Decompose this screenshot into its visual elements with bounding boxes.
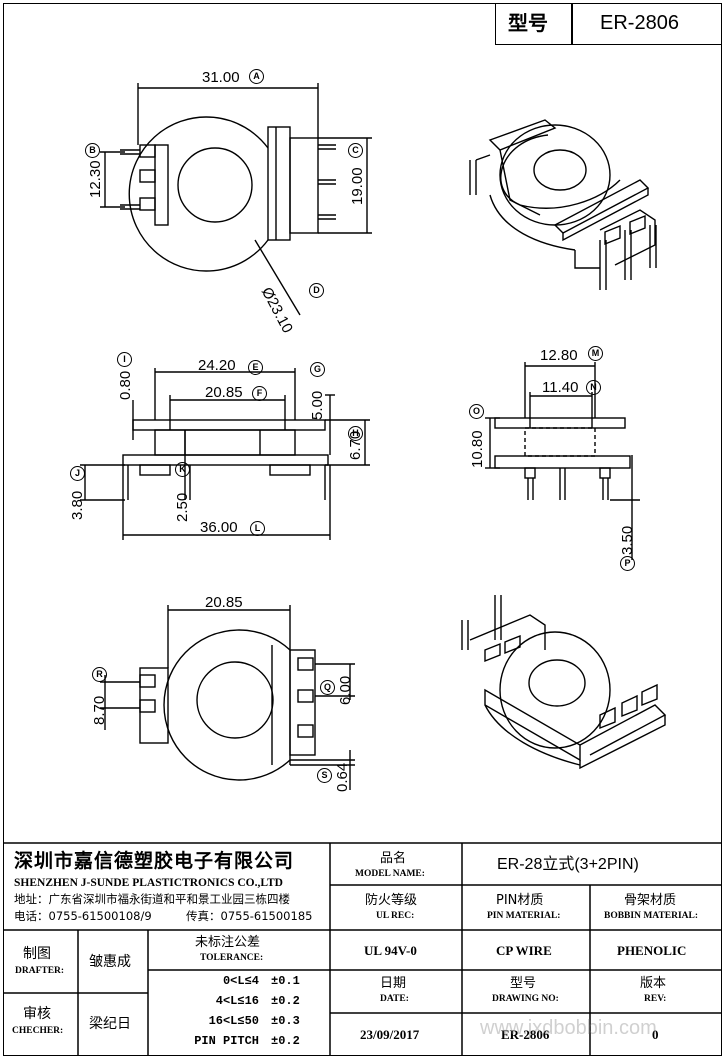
top-iso-view: [469, 119, 657, 290]
tolerance-value: ±0.3: [271, 1014, 300, 1028]
bottom-iso-view: [461, 595, 667, 770]
dim-12-80: 12.80: [540, 347, 578, 364]
dim-10-80: 10.80: [469, 430, 486, 468]
dim-19: 19.00: [349, 167, 366, 205]
header-type-label: 型号: [508, 11, 548, 35]
dim-6-00: 6.00: [337, 675, 354, 705]
marker-g: G: [310, 362, 325, 377]
marker-i: I: [117, 352, 132, 367]
drafter-name: 皱惠成: [89, 954, 131, 970]
dim-12-30: 12.30: [87, 160, 104, 198]
tolerance-value: ±0.1: [271, 974, 300, 988]
ul-value: UL 94V-0: [364, 943, 417, 958]
marker-d: D: [309, 283, 324, 298]
company-name-en: SHENZHEN J-SUNDE PLASTICTRONICS CO.,LTD: [14, 877, 283, 889]
tolerance-row: 0<L≤4 ±0.1: [155, 974, 325, 994]
marker-j: J: [70, 466, 85, 481]
drawing-no-value: ER-2806: [501, 1027, 550, 1042]
company-name-cn: 深圳市嘉信德塑胶电子有限公司: [14, 850, 295, 872]
marker-r: R: [92, 667, 107, 682]
dim-8-70: 8.70: [91, 695, 108, 725]
header-divider: [571, 3, 573, 45]
header-type-box: [495, 3, 722, 45]
tolerance-range: PIN PITCH: [194, 1034, 259, 1048]
date-label-en: DATE:: [380, 994, 409, 1004]
tolerance-label-en: TOLERANCE:: [200, 953, 264, 963]
marker-c: C: [348, 143, 363, 158]
tolerance-label-cn: 未标注公差: [195, 935, 261, 950]
tolerance-table: 0<L≤4 ±0.1 4<L≤16 ±0.2 16<L≤50 ±0.3 PIN …: [155, 974, 325, 1054]
bobbin-label-en: BOBBIN MATERIAL:: [604, 911, 699, 921]
marker-p: P: [620, 556, 635, 571]
checker-name: 梁纪日: [89, 1016, 131, 1032]
model-label-en: MODEL NAME:: [355, 869, 425, 879]
dim-36: 36.00: [200, 519, 238, 536]
bobbin-label-cn: 骨架材质: [624, 893, 677, 908]
model-label-cn: 品名: [380, 851, 407, 866]
tolerance-value: ±0.2: [271, 994, 300, 1008]
marker-k: K: [175, 462, 190, 477]
dim-11-40: 11.40: [542, 379, 579, 396]
dim-31: 31.00: [202, 69, 240, 86]
model-value: ER-28立式(3+2PIN): [497, 856, 639, 873]
date-value: 23/09/2017: [360, 1027, 420, 1042]
tolerance-range: 16<L≤50: [208, 1014, 259, 1028]
marker-o: O: [469, 404, 484, 419]
watermark: www.jxdbobbin.com: [480, 1017, 657, 1039]
drafter-label-en: DRAFTER:: [15, 966, 65, 976]
tolerance-range: 0<L≤4: [222, 974, 259, 988]
marker-n: N: [586, 380, 601, 395]
checker-label-en: CHECHER:: [12, 1026, 64, 1036]
tolerance-value: ±0.2: [271, 1034, 300, 1048]
ul-label-en: UL REC:: [376, 911, 415, 921]
tolerance-row: PIN PITCH ±0.2: [155, 1034, 325, 1054]
marker-h: H: [348, 426, 363, 441]
front-view: [80, 368, 370, 540]
marker-b: B: [85, 143, 100, 158]
tolerance-range: 4<L≤16: [215, 994, 259, 1008]
bottom-view: [100, 605, 355, 790]
company-tel: 电话：0755-61500108/9: [14, 909, 152, 923]
drafter-label-cn: 制图: [23, 946, 51, 962]
dim-5: 5.00: [309, 390, 326, 420]
side-view: [485, 362, 640, 560]
company-fax: 传真：0755-61500185: [186, 909, 313, 923]
dim-3-50: 3.50: [619, 525, 636, 555]
dim-20-85: 20.85: [205, 384, 243, 401]
marker-f: F: [252, 386, 267, 401]
company-address: 地址：广东省深圳市福永街道和平和景工业园三栋四楼: [14, 892, 290, 906]
dim-20-85-bottom: 20.85: [205, 594, 243, 611]
top-view: [100, 83, 372, 316]
title-block-lines: [3, 842, 722, 1056]
marker-a: A: [249, 69, 264, 84]
dim-3-80: 3.80: [69, 490, 86, 520]
marker-m: M: [588, 346, 603, 361]
dim-0-80: 0.80: [117, 370, 134, 400]
header-type-value: ER-2806: [600, 12, 679, 34]
pin-value: CP WIRE: [496, 943, 552, 958]
tolerance-row: 16<L≤50 ±0.3: [155, 1014, 325, 1034]
rev-label-en: REV:: [644, 994, 667, 1004]
drawing-no-label-en: DRAWING NO:: [492, 994, 559, 1004]
rev-label-cn: 版本: [640, 976, 667, 991]
marker-e: E: [248, 360, 263, 375]
pin-label-cn: PIN材质: [496, 893, 544, 908]
marker-s: S: [317, 768, 332, 783]
dim-2-50: 2.50: [174, 492, 191, 522]
ul-label-cn: 防火等级: [365, 893, 418, 908]
drawing-frame: [3, 3, 722, 1056]
drawing-no-label-cn: 型号: [510, 976, 537, 991]
bobbin-value: PHENOLIC: [617, 943, 687, 958]
rev-value: 0: [652, 1027, 659, 1042]
date-label-cn: 日期: [380, 976, 407, 991]
checker-label-cn: 审核: [23, 1006, 51, 1022]
marker-q: Q: [320, 680, 335, 695]
dim-0-64: 0.64: [334, 762, 351, 792]
dim-24-20: 24.20: [198, 357, 236, 374]
pin-label-en: PIN MATERIAL:: [487, 911, 561, 921]
marker-l: L: [250, 521, 265, 536]
tolerance-row: 4<L≤16 ±0.2: [155, 994, 325, 1014]
